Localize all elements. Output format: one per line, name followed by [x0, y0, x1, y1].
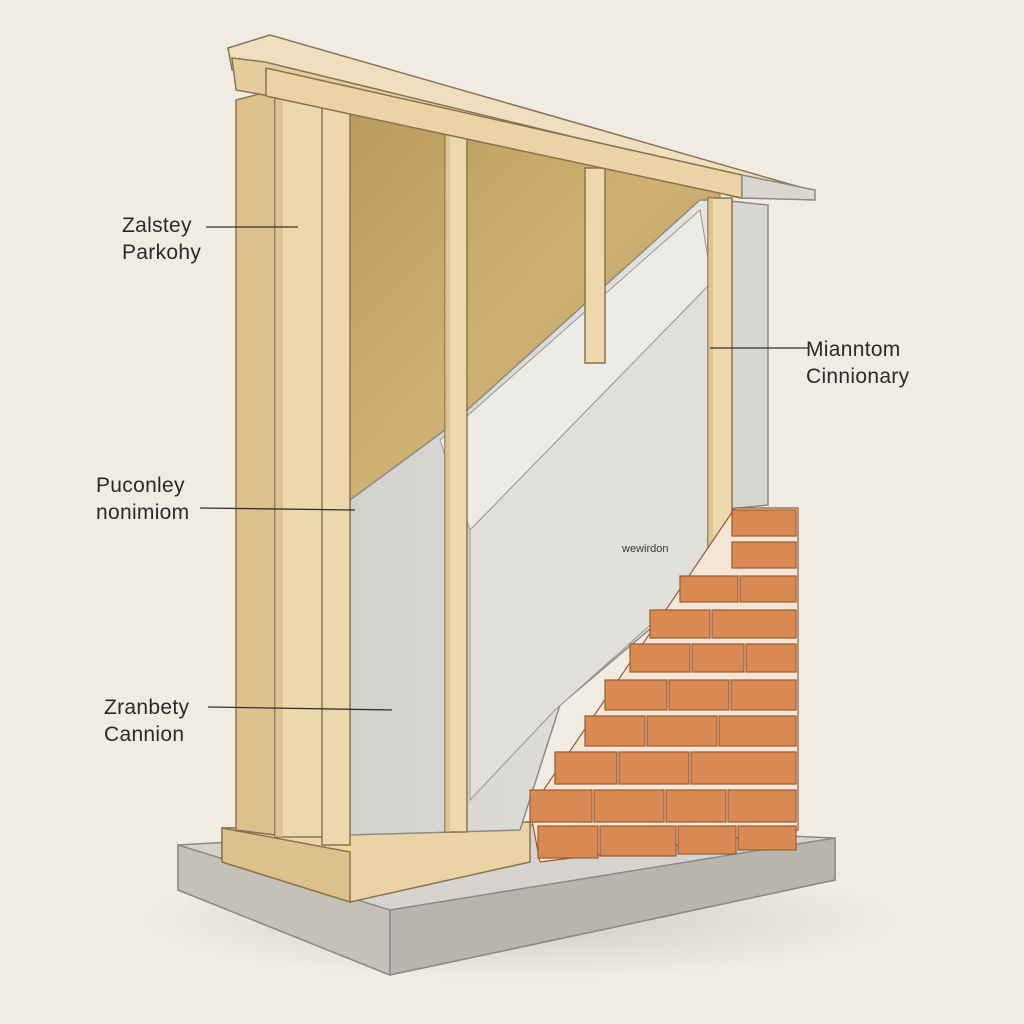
- brick-veneer: [529, 507, 799, 863]
- label-top-left-line1: Zalstey: [122, 214, 192, 237]
- label-middle-left-line2: nonimiom: [96, 501, 190, 524]
- bottom-plate: [221, 821, 531, 904]
- label-bottom-left-line2: Cannion: [104, 723, 185, 746]
- label-middle-left-line1: Puconley: [96, 474, 185, 497]
- label-bottom-left: Zranbety Cannion: [104, 694, 189, 748]
- top-plate: [227, 34, 816, 201]
- label-top-left: Zalstey Parkohy: [122, 212, 201, 266]
- end-stud-side: [235, 89, 276, 836]
- label-right: Mianntom Cinnionary: [806, 336, 909, 390]
- stud-shading: [275, 92, 713, 837]
- label-right-line1: Mianntom: [806, 338, 901, 361]
- label-small-right: wewirdon: [622, 543, 669, 555]
- leader-lines: [199, 226, 808, 711]
- label-top-left-line2: Parkohy: [122, 241, 202, 264]
- label-bottom-left-line1: Zranbety: [104, 696, 190, 719]
- drywall-panel: [349, 199, 721, 836]
- label-middle-left: Puconley nonimiom: [96, 472, 189, 526]
- label-right-line2: Cinnionary: [806, 365, 910, 388]
